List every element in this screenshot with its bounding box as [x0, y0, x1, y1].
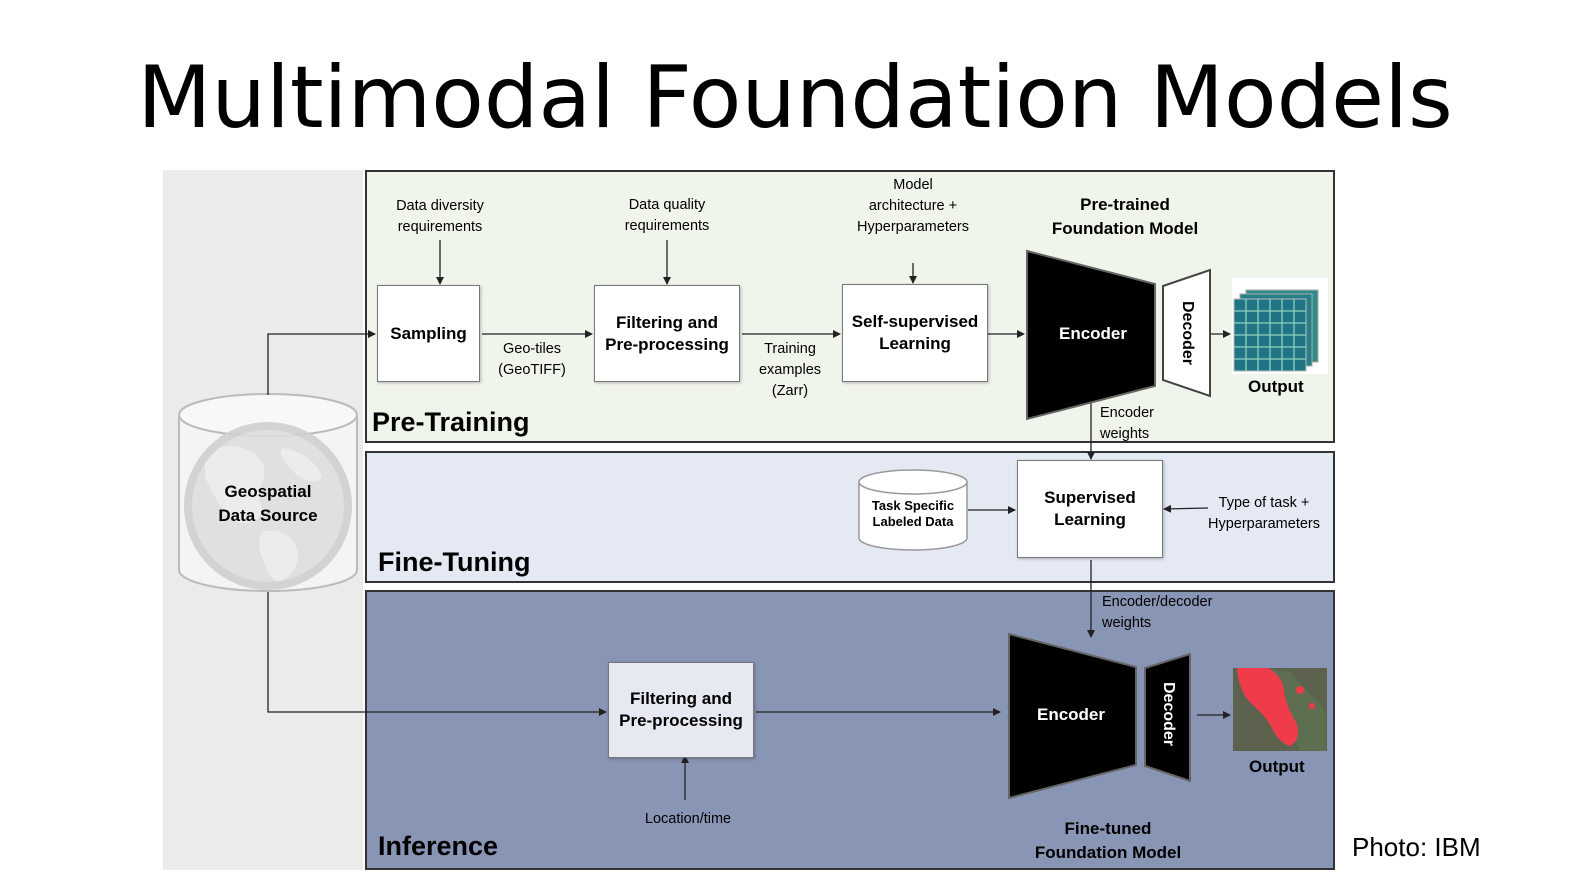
inference-decoder-label: Decoder	[1160, 681, 1177, 747]
pretrain-decoder-shape	[1162, 268, 1211, 398]
globe-icon	[184, 422, 352, 590]
data-diversity-note: Data diversity requirements	[396, 198, 484, 235]
encoder-decoder-weights-label: Encoder/decoder weights	[1102, 594, 1213, 631]
inference-decoder-shape	[1144, 652, 1191, 783]
inference-filtering-box: Filtering and Pre-processing	[608, 662, 754, 758]
data-quality-note: Data quality requirements	[624, 197, 710, 234]
inference-output-label: Output	[1249, 757, 1305, 776]
model-architecture-note: Model architecture + Hyperparameters	[856, 177, 969, 235]
labeled-data-label: Task Specific Labeled Data	[871, 498, 955, 529]
finetuned-model-title: Fine-tuned Foundation Model	[1034, 819, 1182, 862]
supervised-learning-box: Supervised Learning	[1017, 460, 1163, 558]
pretrain-decoder-label: Decoder	[1179, 300, 1196, 366]
labeled-data-cylinder-icon	[858, 469, 968, 551]
location-time-note: Location/time	[644, 811, 732, 827]
pretrain-encoder-shape	[1026, 249, 1156, 421]
pretrain-encoder-label: Encoder	[1058, 324, 1128, 343]
finetuning-section	[365, 451, 1335, 583]
pretraining-label: Pre-Training	[372, 407, 530, 437]
sampling-box: Sampling	[377, 285, 480, 382]
output-tiles-icon	[1232, 278, 1328, 374]
task-type-note: Type of task + Hyperparameters	[1207, 495, 1320, 532]
geotiles-label: Geo-tiles (GeoTIFF)	[498, 341, 566, 378]
pretrain-output-label: Output	[1248, 377, 1304, 396]
flood-map-output-image	[1233, 668, 1327, 751]
inference-encoder-shape	[1008, 632, 1137, 800]
pretrained-model-title: Pre-trained Foundation Model	[1051, 195, 1199, 238]
training-examples-label: Training examples (Zarr)	[758, 341, 822, 399]
inference-label: Inference	[378, 831, 499, 861]
inference-encoder-label: Encoder	[1036, 705, 1106, 724]
finetuning-label: Fine-Tuning	[378, 547, 531, 577]
self-supervised-box: Self-supervised Learning	[842, 284, 988, 382]
slide-title: Multimodal Foundation Models	[137, 48, 1453, 148]
photo-credit: Photo: IBM	[1352, 832, 1481, 862]
data-source-label: Geospatial Data Source	[218, 482, 318, 525]
pretrain-filtering-box: Filtering and Pre-processing	[594, 285, 740, 382]
encoder-weights-label: Encoder weights	[1100, 405, 1155, 442]
